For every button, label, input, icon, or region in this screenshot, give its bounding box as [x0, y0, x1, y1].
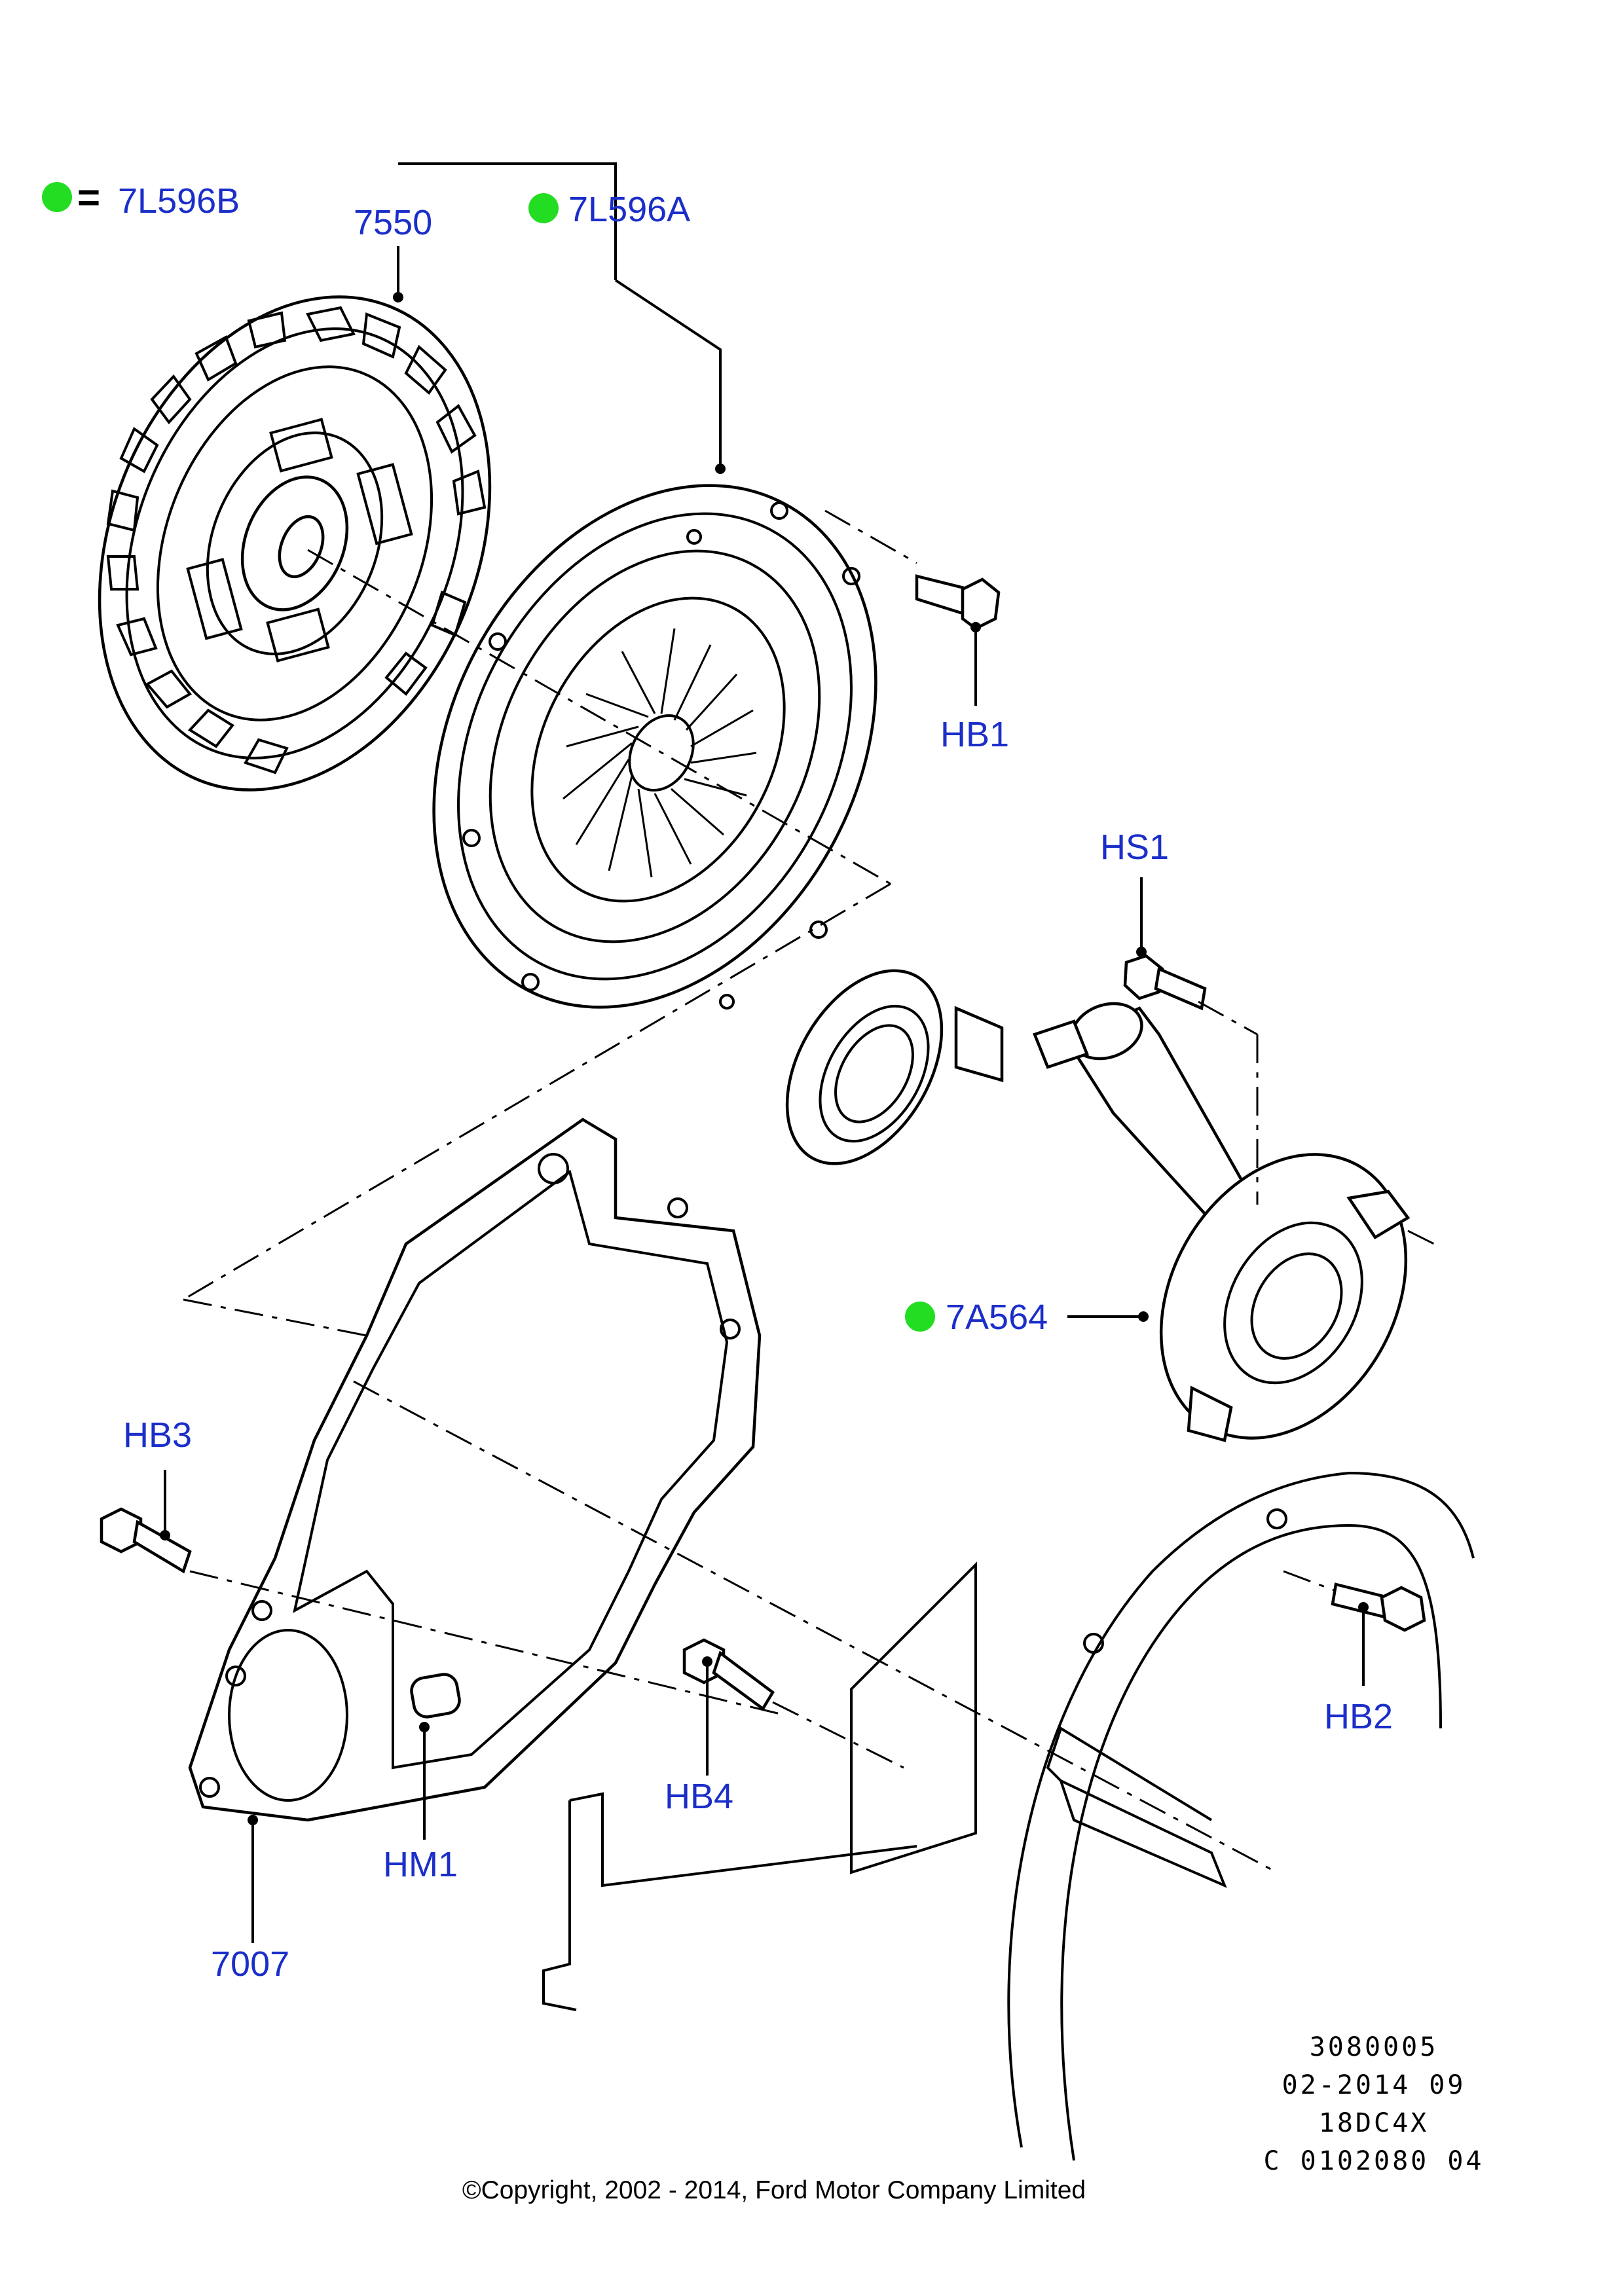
bolt-hb1-drawing [915, 574, 1001, 630]
slave-cylinder-drawing [1033, 1002, 1411, 1442]
legend-marker-dot [42, 182, 72, 212]
label-hb2[interactable]: HB2 [1324, 1697, 1393, 1736]
reference-line-2: 02-2014 09 [1282, 2070, 1466, 2100]
pressure-plate-drawing [432, 484, 877, 1010]
label-pressure-plate[interactable]: 7L596A [568, 190, 690, 229]
label-slave-cylinder[interactable]: 7A564 [946, 1298, 1048, 1337]
backing-plate-drawing [188, 1118, 762, 1822]
reference-line-1: 3080005 [1310, 2032, 1439, 2062]
legend-equals: = [77, 175, 100, 219]
label-disc-7550[interactable]: 7550 [354, 203, 432, 242]
bolt-hb2-drawing [1331, 1582, 1426, 1632]
label-hb1[interactable]: HB1 [940, 715, 1009, 754]
bolt-hs1-drawing [1123, 954, 1207, 1011]
label-hm1[interactable]: HM1 [383, 1845, 458, 1884]
reference-line-4: C 0102080 04 [1264, 2146, 1485, 2176]
label-hb3[interactable]: HB3 [123, 1415, 192, 1455]
pressure-plate-marker-dot [528, 193, 559, 223]
label-hs1[interactable]: HS1 [1100, 828, 1169, 867]
gearbox-housing-drawing [542, 1471, 1475, 2161]
label-hb4[interactable]: HB4 [665, 1777, 733, 1816]
release-bearing-drawing [785, 969, 1004, 1165]
copyright-notice: ©Copyright, 2002 - 2014, Ford Motor Comp… [462, 2176, 1086, 2204]
label-plate-7007[interactable]: 7007 [211, 1944, 289, 1984]
clutch-disc-drawing [98, 295, 492, 792]
slave-cylinder-marker-dot [905, 1302, 935, 1332]
legend-code: 7L596B [118, 181, 240, 221]
bolt-hb4-drawing [682, 1638, 775, 1711]
leader-lines [160, 162, 1369, 1943]
bolt-hb3-drawing [100, 1507, 192, 1574]
reference-line-3: 18DC4X [1319, 2108, 1430, 2138]
assembly-center-lines [183, 509, 1435, 1874]
